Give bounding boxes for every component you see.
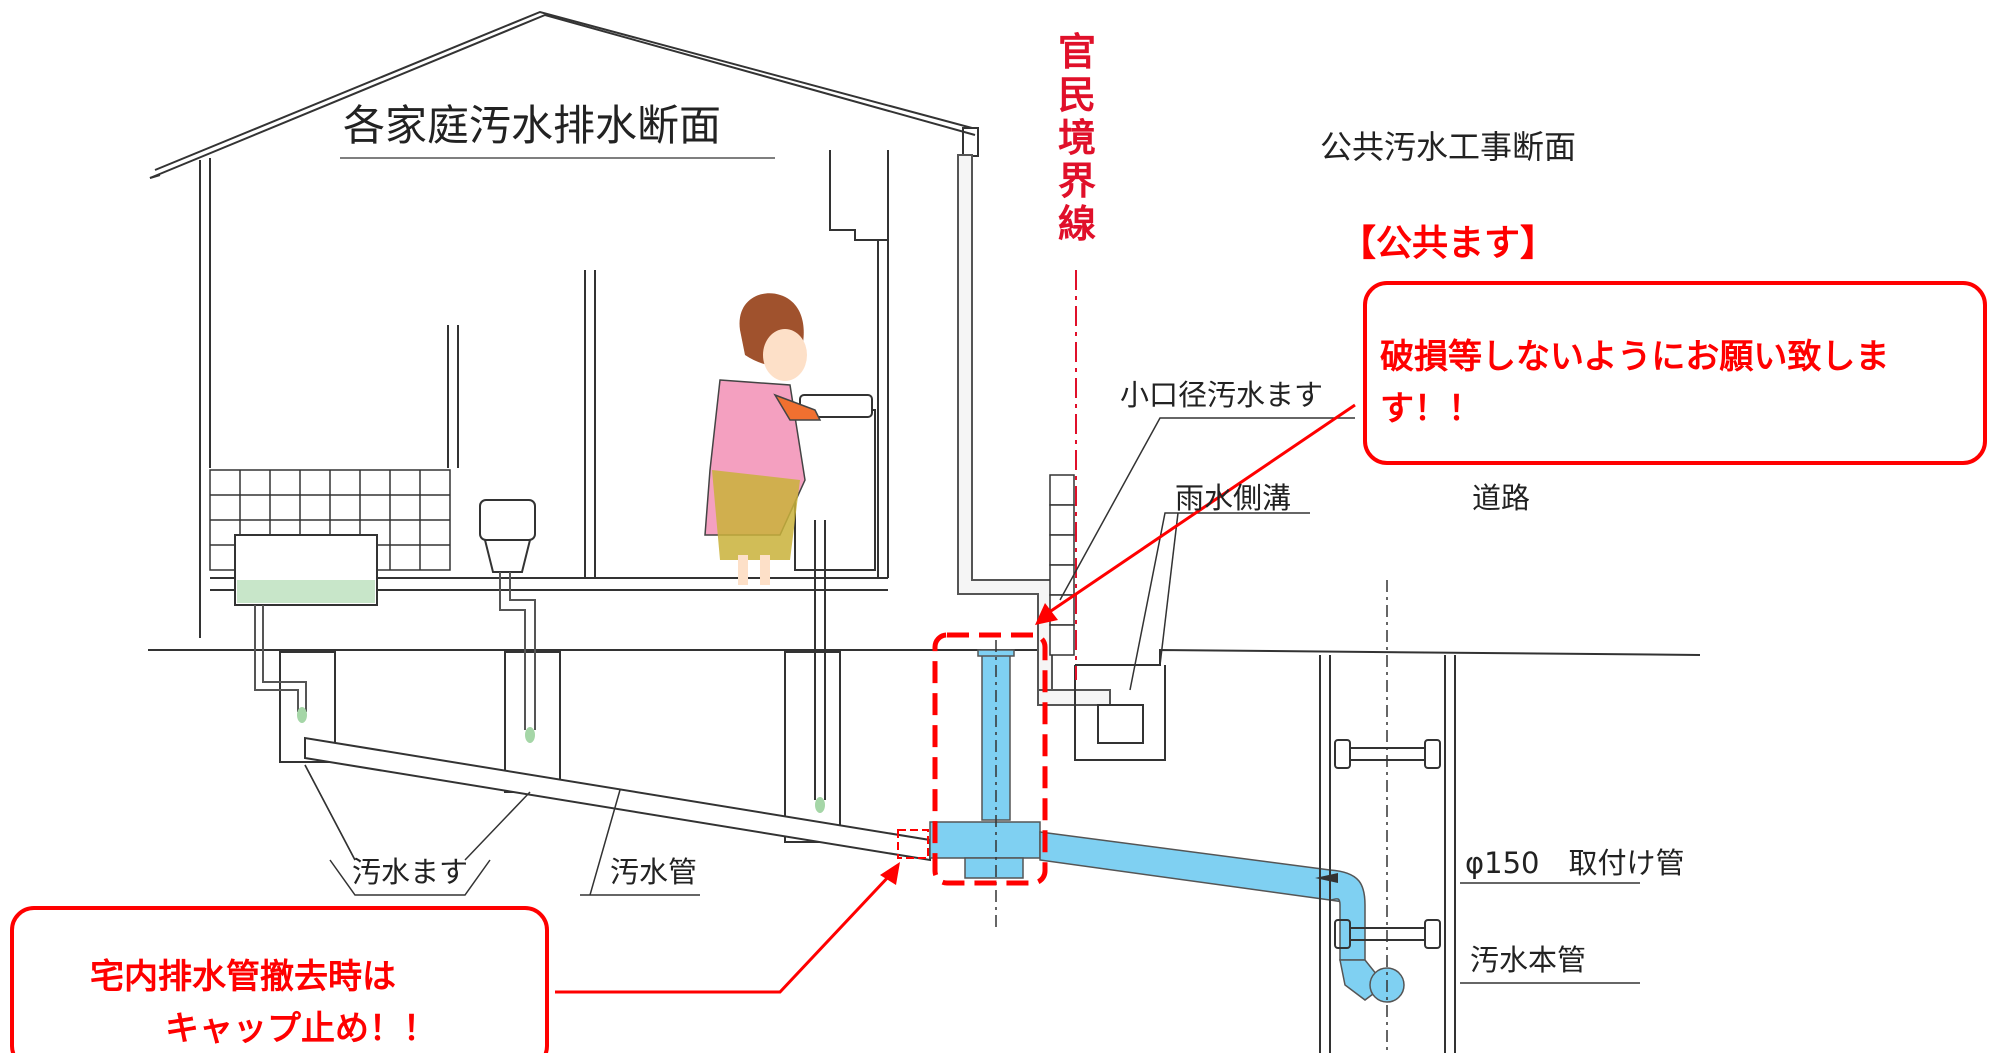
house-masu-group — [279, 651, 841, 843]
blue-connection-pipe — [929, 649, 1405, 1003]
woman-figure — [704, 293, 822, 585]
callout-house-line2: キャップ止め！！ — [165, 1009, 437, 1049]
title-public-section: 公共汚水工事断面 — [1320, 128, 1576, 166]
callout-public-line1: 破損等しないようにお願い致しま — [1380, 337, 1889, 377]
callout-house-line1: 宅内排水管撤去時は — [90, 957, 396, 997]
public-masu-label: 【公共ます】 — [1340, 223, 1556, 264]
boundary-block-wall — [1049, 474, 1075, 656]
bathtub — [234, 534, 378, 606]
drip-3 — [815, 797, 825, 813]
leader-lines — [304, 417, 1640, 984]
callout-box-house — [10, 906, 549, 1053]
label-rain-ditch: 雨水側溝 — [1175, 481, 1291, 515]
fixture-drain-pipes — [254, 572, 536, 730]
pipe-end-highlight — [897, 829, 929, 859]
t-pipe-highlight — [932, 632, 1048, 886]
boundary-label-char: 境 — [1058, 116, 1096, 160]
callout-arrows — [555, 403, 1356, 994]
drip-2 — [525, 727, 535, 743]
arrow-head-house — [880, 862, 900, 885]
boundary-label: 官 民 境 界 線 — [1058, 30, 1096, 246]
boundary-label-char: 民 — [1058, 73, 1096, 117]
label-connection-pipe: φ150 取付け管 — [1465, 846, 1684, 880]
boundary-label-char: 線 — [1058, 202, 1096, 246]
label-small-masu: 小口径汚水ます — [1120, 378, 1323, 412]
label-main-pipe: 汚水本管 — [1470, 943, 1586, 977]
label-road: 道路 — [1472, 481, 1530, 515]
callout-public-line2: す！！ — [1380, 389, 1482, 429]
arrow-head-public — [1035, 603, 1058, 625]
boundary-label-char: 界 — [1058, 159, 1096, 203]
ground-line — [148, 648, 1701, 666]
callout-box-public — [1363, 281, 1987, 465]
washbasin — [794, 394, 876, 800]
label-sewage-masu: 汚水ます — [352, 855, 468, 889]
drip-1 — [297, 707, 307, 723]
toilet — [479, 499, 536, 573]
label-sewage-pipe: 汚水管 — [610, 855, 697, 889]
title-house-section: 各家庭汚水排水断面 — [343, 101, 721, 150]
rain-ditch — [1074, 665, 1166, 761]
boundary-label-char: 官 — [1058, 30, 1096, 74]
connection-arrow-head — [1315, 873, 1338, 883]
